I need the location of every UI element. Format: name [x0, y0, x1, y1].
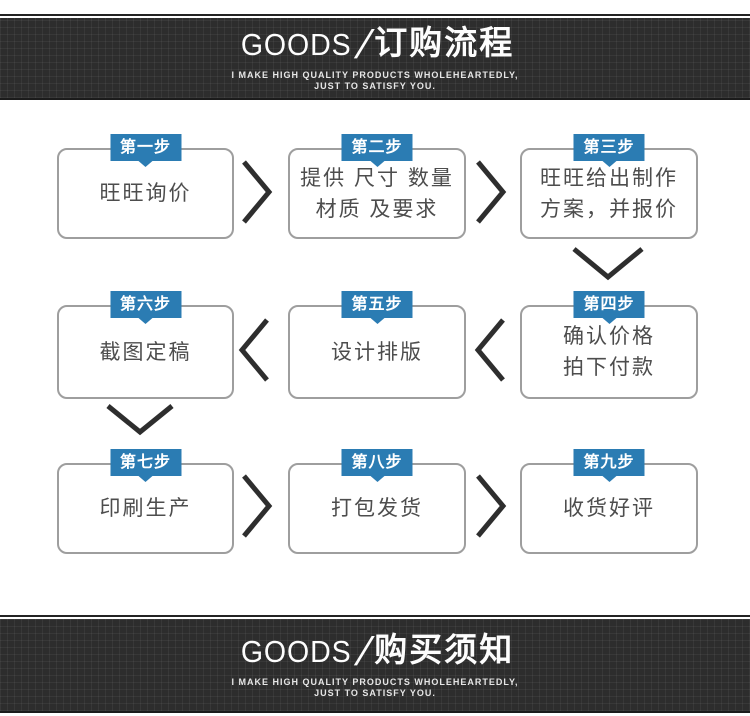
step-8-box: 第八步 打包发货	[288, 449, 466, 554]
step-3-badge: 第三步	[573, 134, 645, 161]
banner-title: GOODS / 购买须知	[236, 629, 515, 674]
arrow-right-icon	[240, 472, 274, 545]
arrow-down-icon	[104, 402, 176, 443]
arrow-left-icon	[237, 316, 271, 389]
step-9-box: 第九步 收货好评	[520, 449, 698, 554]
step-2-text: 提供 尺寸 数量	[300, 166, 454, 190]
order-process-banner: GOODS / 订购流程 I MAKE HIGH QUALITY PRODUCT…	[0, 18, 750, 100]
step-6-box: 第六步 截图定稿	[57, 291, 234, 399]
slash-separator: /	[355, 629, 373, 674]
step-7-badge: 第七步	[109, 449, 182, 476]
banner-title: GOODS / 订购流程	[236, 22, 515, 67]
step-9-badge: 第九步	[573, 449, 645, 476]
step-1-badge: 第一步	[109, 134, 182, 161]
slash-separator: /	[355, 22, 373, 67]
step-3-text: 旺旺给出制作	[540, 166, 678, 190]
arrow-left-icon	[473, 316, 507, 389]
step-5-badge: 第五步	[341, 291, 413, 318]
top-divider-line	[0, 14, 750, 16]
step-2-badge: 第二步	[341, 134, 413, 161]
banner-title-cn: 订购流程	[374, 26, 515, 62]
step-6-text: 截图定稿	[99, 340, 192, 364]
step-2-box: 第二步 提供 尺寸 数量 材质 及要求	[288, 134, 466, 239]
step-4-text: 确认价格	[563, 325, 655, 348]
step-8-badge: 第八步	[341, 449, 413, 476]
step-3-box: 第三步 旺旺给出制作 方案，并报价	[520, 134, 698, 239]
step-4-box: 第四步 确认价格 拍下付款	[520, 291, 698, 399]
step-5-text: 设计排版	[331, 340, 423, 364]
step-9-text: 收货好评	[563, 497, 655, 520]
banner-subtitle-line2: JUST TO SATISFY YOU.	[314, 80, 436, 91]
arrow-right-icon	[474, 158, 508, 231]
banner-goods-label: GOODS	[240, 634, 352, 669]
step-1-text: 旺旺询价	[99, 182, 192, 205]
step-7-text: 印刷生产	[99, 497, 192, 520]
step-6-badge: 第六步	[109, 291, 182, 318]
step-1-box: 第一步 旺旺询价	[57, 134, 234, 239]
banner-subtitle-line1: I MAKE HIGH QUALITY PRODUCTS WHOLEHEARTE…	[231, 676, 519, 687]
step-4-badge: 第四步	[573, 291, 645, 318]
arrow-down-icon	[570, 245, 646, 288]
step-7-box: 第七步 印刷生产	[57, 449, 234, 554]
banner-title-cn: 购买须知	[374, 633, 515, 669]
step-5-box: 第五步 设计排版	[288, 291, 466, 399]
banner-subtitle-line2: JUST TO SATISFY YOU.	[314, 687, 436, 698]
banner-goods-label: GOODS	[240, 27, 352, 62]
bottom-divider-line	[0, 615, 750, 617]
purchase-notice-banner: GOODS / 购买须知 I MAKE HIGH QUALITY PRODUCT…	[0, 619, 750, 713]
arrow-right-icon	[240, 158, 274, 231]
step-8-text: 打包发货	[331, 497, 423, 520]
banner-subtitle-line1: I MAKE HIGH QUALITY PRODUCTS WHOLEHEARTE…	[231, 69, 519, 80]
arrow-right-icon	[474, 472, 508, 545]
